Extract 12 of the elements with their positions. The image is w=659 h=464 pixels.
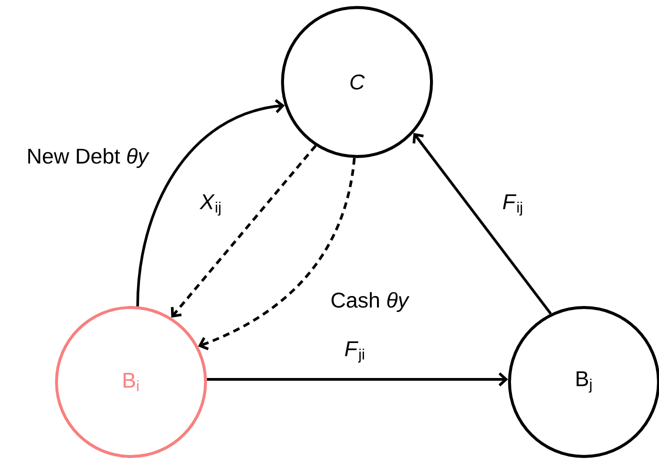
arrow [136, 99, 285, 306]
edge-label: F$_{ij}$ [501, 193, 525, 217]
edge-label: New Debt θy [25, 146, 151, 170]
circle-node: C [281, 6, 433, 158]
arrow [206, 372, 508, 386]
arrow [170, 144, 317, 318]
edge-label: Cash θy [329, 290, 411, 314]
edge-label: X$_{ij}$ [198, 193, 224, 217]
arrow [412, 132, 552, 315]
circle-node: B$_{i}$ [55, 306, 207, 458]
edge-label: F$_{ji}$ [343, 340, 367, 364]
arrow [198, 158, 356, 350]
